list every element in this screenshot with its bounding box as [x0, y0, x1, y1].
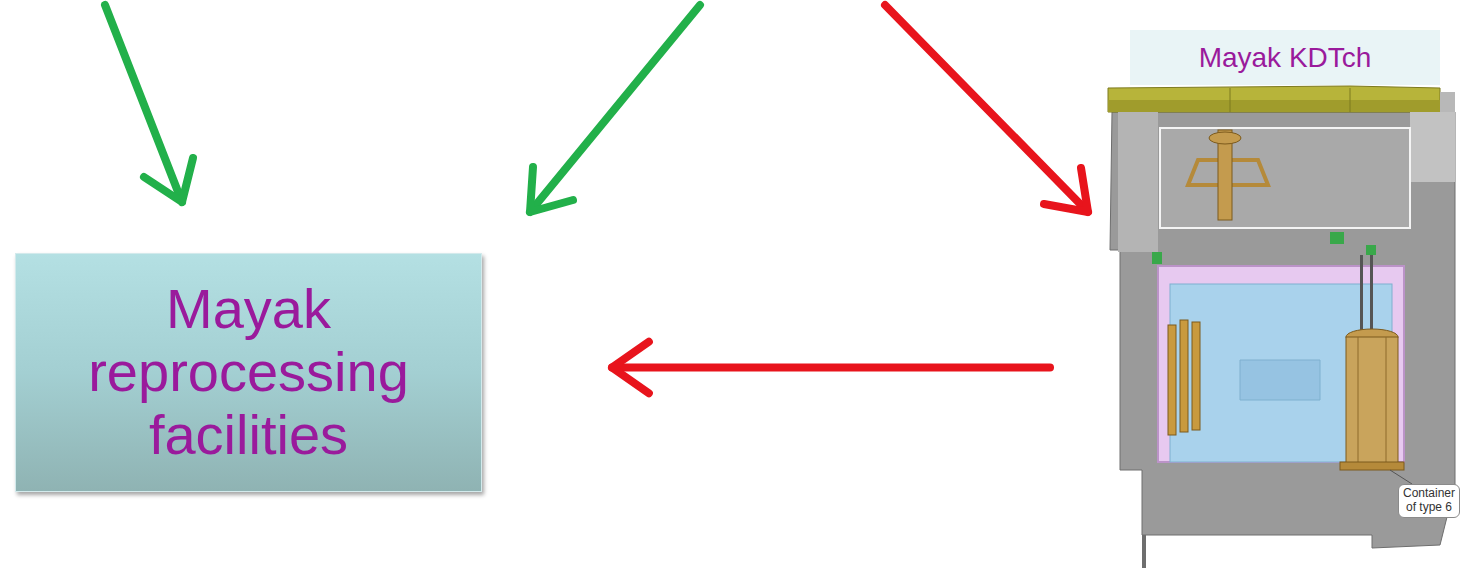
flow-arrow [612, 342, 1050, 394]
green-arrow [530, 5, 700, 212]
green-arrow [105, 5, 193, 202]
red-arrow [885, 5, 1088, 212]
facility-node: Mayak KDTch [1050, 30, 1460, 560]
facility-heading: Mayak KDTch [1130, 30, 1440, 85]
process-box: Mayak reprocessing facilities [15, 253, 482, 492]
box-text: Mayak reprocessing facilities [28, 278, 469, 466]
callout-label: Container of type 6 [1398, 484, 1460, 518]
